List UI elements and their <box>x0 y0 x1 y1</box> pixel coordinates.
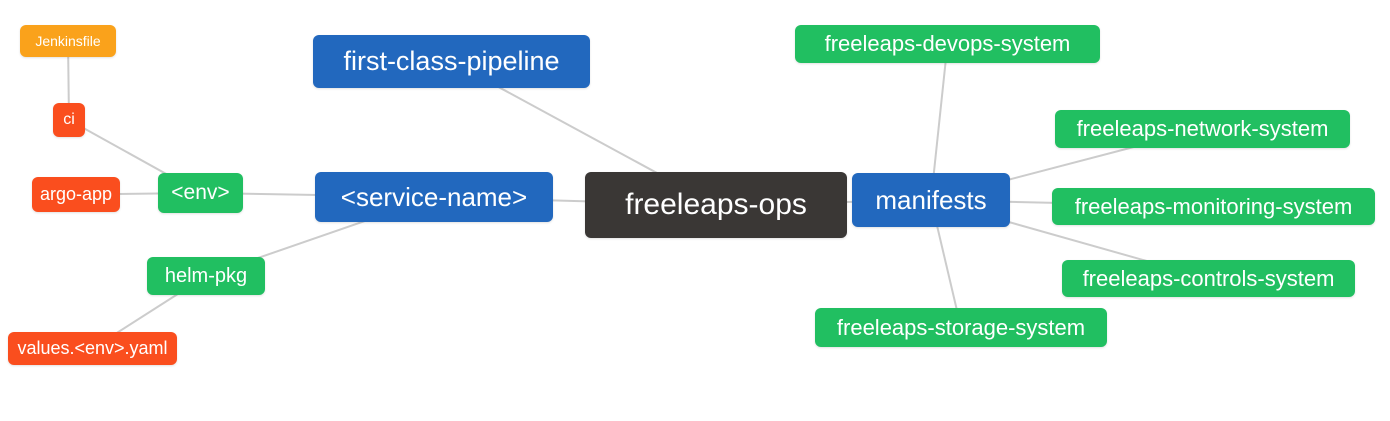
node-freeleaps-controls-system[interactable]: freeleaps-controls-system <box>1062 260 1355 297</box>
node-freeleaps-monitoring-system[interactable]: freeleaps-monitoring-system <box>1052 188 1375 225</box>
node-jenkinsfile[interactable]: Jenkinsfile <box>20 25 116 57</box>
node-helm-pkg[interactable]: helm-pkg <box>147 257 265 295</box>
node-env[interactable]: <env> <box>158 173 243 213</box>
node-freeleaps-ops[interactable]: freeleaps-ops <box>585 172 847 238</box>
node-first-class-pipeline[interactable]: first-class-pipeline <box>313 35 590 88</box>
node-freeleaps-storage-system[interactable]: freeleaps-storage-system <box>815 308 1107 347</box>
node-freeleaps-devops-system[interactable]: freeleaps-devops-system <box>795 25 1100 63</box>
node-argo-app[interactable]: argo-app <box>32 177 120 212</box>
node-service-name[interactable]: <service-name> <box>315 172 553 222</box>
node-ci[interactable]: ci <box>53 103 85 137</box>
node-freeleaps-network-system[interactable]: freeleaps-network-system <box>1055 110 1350 148</box>
node-values-env-yaml[interactable]: values.<env>.yaml <box>8 332 177 365</box>
node-manifests[interactable]: manifests <box>852 173 1010 227</box>
